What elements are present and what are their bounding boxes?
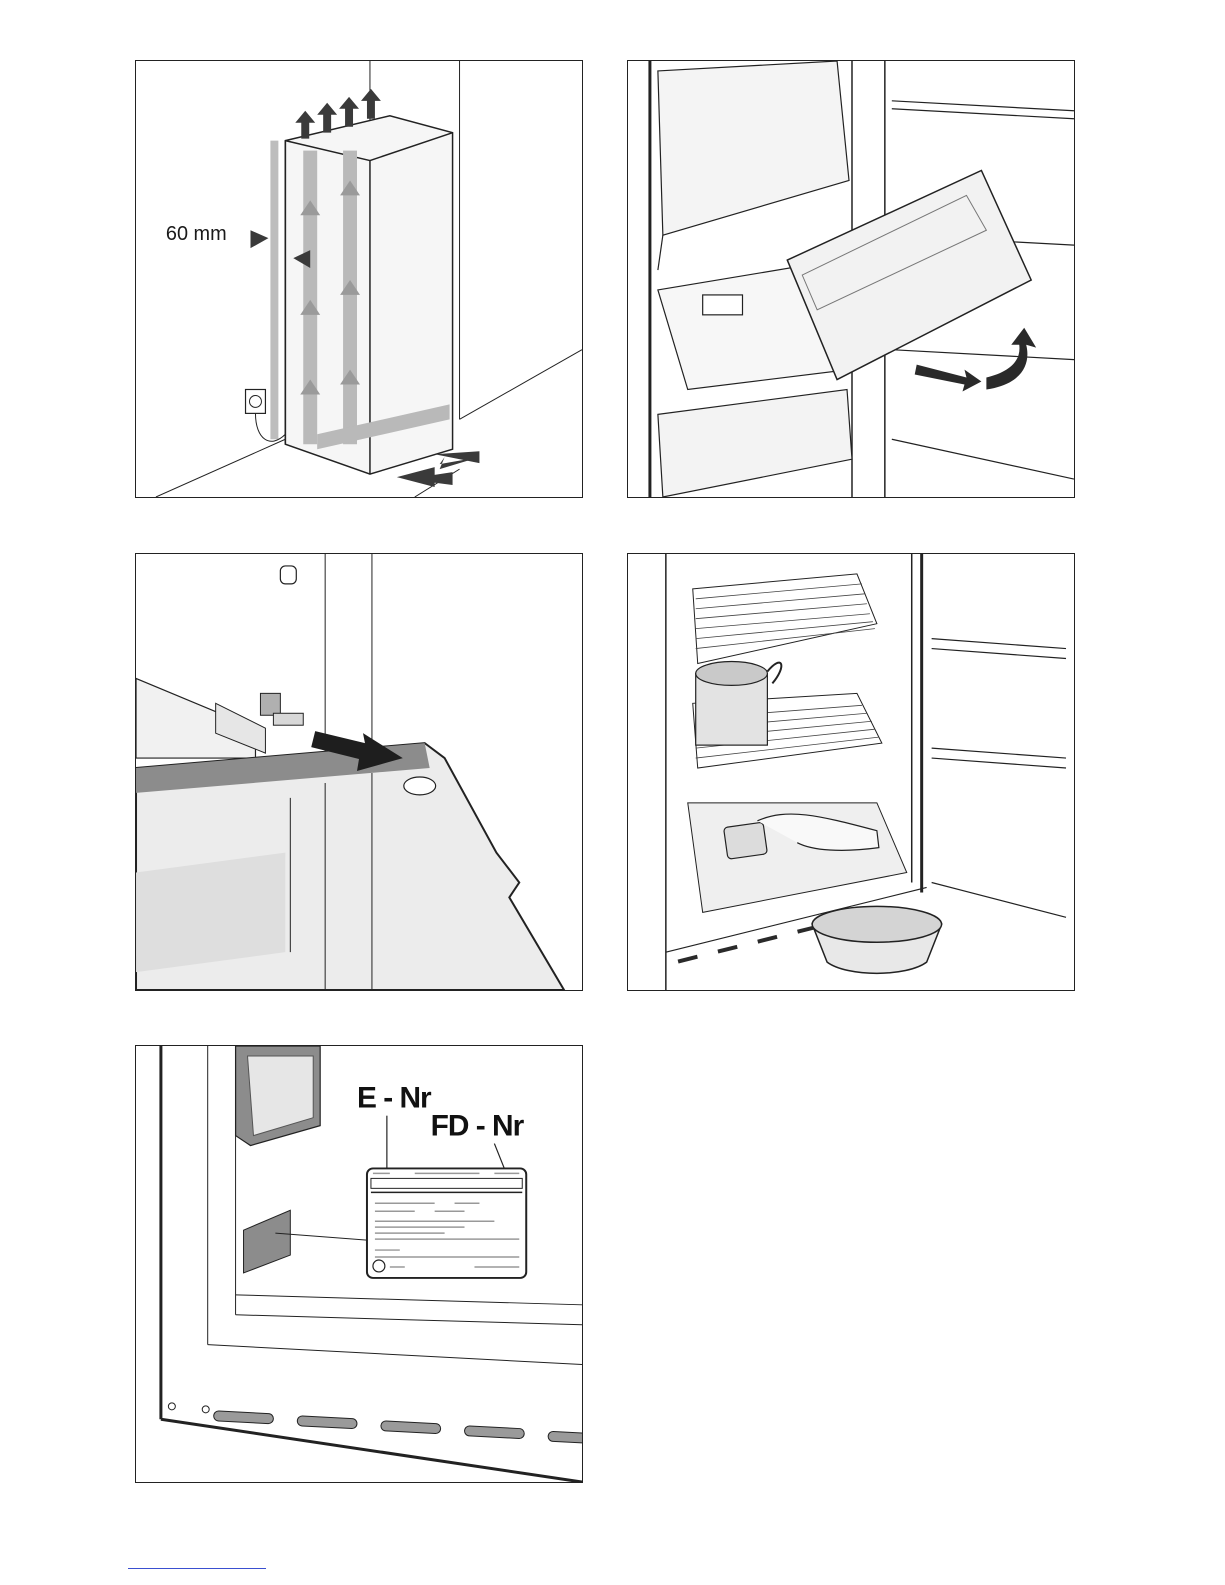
figure-defrost-clean [627,553,1075,991]
figure-ventilation: 60 mm [135,60,583,498]
defrost-cleaning-illustration [628,554,1074,990]
figure-door-rail [135,553,583,991]
rating-plate-illustration: E - Nr FD - Nr [136,1046,582,1482]
ventilation-illustration: 60 mm [136,61,582,497]
figure-remove-drawer [627,60,1075,498]
drawer-removal-illustration [628,61,1074,497]
e-nr-label: E - Nr [357,1082,432,1115]
fd-nr-label: FD - Nr [431,1110,525,1143]
footer-link-underline [128,1568,266,1569]
door-rail-illustration [136,554,582,990]
figure-rating-plate: E - Nr FD - Nr [135,1045,583,1483]
clearance-label: 60 mm [166,223,227,245]
